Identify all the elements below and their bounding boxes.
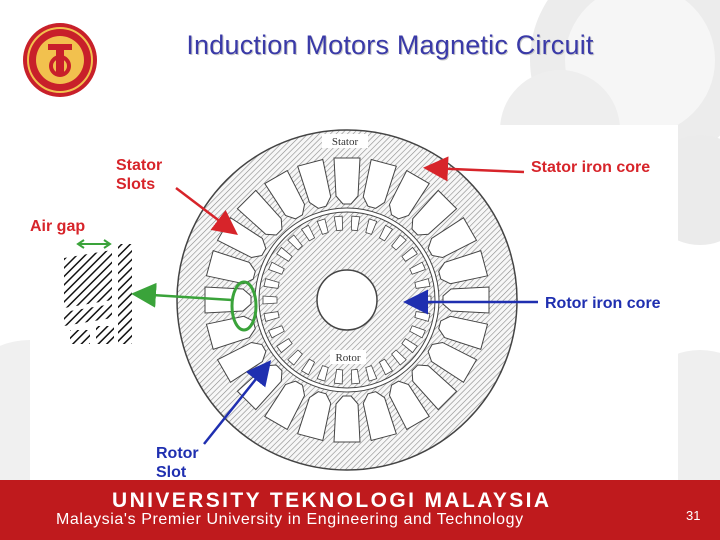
stator-slot bbox=[362, 158, 397, 209]
rotor-iron-core-label: Rotor iron core bbox=[545, 295, 661, 312]
rotor-slot-arrow bbox=[203, 360, 272, 445]
stator-slot bbox=[388, 380, 430, 431]
air-gap-pointer-arrow bbox=[131, 282, 233, 308]
rotor-slot bbox=[409, 261, 426, 275]
stator-slot bbox=[264, 380, 306, 431]
air-gap-label: Air gap bbox=[30, 218, 86, 235]
stator-slot bbox=[362, 391, 397, 442]
rotor-slot bbox=[333, 368, 344, 385]
rotor-inner-label: Rotor bbox=[335, 352, 360, 364]
air-gap-zoom-inset bbox=[62, 242, 132, 346]
stator-slot bbox=[297, 391, 332, 442]
rotor-slot bbox=[262, 295, 278, 305]
rotor-core bbox=[258, 211, 436, 389]
rotor-slot bbox=[287, 349, 303, 366]
stator-inner-label: Stator bbox=[332, 136, 359, 148]
stator-slot bbox=[388, 169, 430, 220]
rotor-slot bbox=[300, 358, 316, 376]
university-logo bbox=[23, 23, 97, 97]
rotor-slot bbox=[378, 358, 394, 376]
air-gap-highlight bbox=[230, 280, 258, 332]
stator-slot bbox=[438, 250, 489, 285]
rotor-slot bbox=[401, 338, 418, 354]
rotor-slot-label: Rotor Slot bbox=[156, 445, 199, 481]
stator-slot bbox=[411, 189, 458, 236]
stator-slots bbox=[204, 157, 490, 443]
rotor-slot bbox=[287, 234, 303, 251]
rotor-slot bbox=[268, 325, 285, 339]
rotor-slot bbox=[276, 246, 293, 262]
stator-slot bbox=[427, 217, 478, 259]
stator-slot bbox=[411, 364, 458, 411]
stator-slot bbox=[297, 158, 332, 209]
rotor-slot bbox=[263, 311, 280, 322]
footer-banner bbox=[0, 480, 720, 540]
rotor-slot bbox=[391, 234, 407, 251]
rotor-slot bbox=[391, 349, 407, 366]
induction-motor-diagram: Stator Rotor bbox=[62, 129, 538, 471]
rotor-slot bbox=[350, 215, 361, 232]
rotor-slot bbox=[268, 261, 285, 275]
stator-slots-label: Stator Slots bbox=[116, 157, 163, 193]
rotor-slot bbox=[401, 246, 418, 262]
stator-slot bbox=[205, 250, 256, 285]
footer-tagline: Malaysia's Premier University in Enginee… bbox=[56, 511, 524, 528]
stator-iron-core-arrow bbox=[423, 156, 525, 182]
slide-title: Induction Motors Magnetic Circuit bbox=[186, 30, 594, 60]
rotor-slot bbox=[316, 218, 329, 235]
rotor-slot bbox=[414, 278, 431, 289]
stator-slots-arrow bbox=[175, 187, 238, 236]
rotor-slot bbox=[263, 278, 280, 289]
page-number: 31 bbox=[686, 508, 701, 523]
footer-university-name: UNIVERSITY TEKNOLOGI MALAYSIA bbox=[112, 489, 552, 512]
rotor-slot bbox=[365, 365, 378, 382]
stator-slot bbox=[333, 157, 361, 205]
stator-slot bbox=[427, 341, 478, 383]
stator-slot bbox=[333, 395, 361, 443]
stator-slot bbox=[442, 286, 490, 314]
rotor-slot bbox=[333, 215, 344, 232]
rotor-slot bbox=[300, 224, 316, 242]
stator-slot bbox=[438, 315, 489, 350]
rotor-slot bbox=[409, 325, 426, 339]
rotor-slot bbox=[276, 338, 293, 354]
stator-slot bbox=[236, 189, 283, 236]
rotor-slot bbox=[350, 368, 361, 385]
rotor-slot bbox=[378, 224, 394, 242]
rotor-slots bbox=[262, 215, 432, 385]
stator-slot bbox=[264, 169, 306, 220]
rotor-slot bbox=[365, 218, 378, 235]
rotor-slot bbox=[316, 365, 329, 382]
stator-iron-core-label: Stator iron core bbox=[531, 159, 651, 176]
